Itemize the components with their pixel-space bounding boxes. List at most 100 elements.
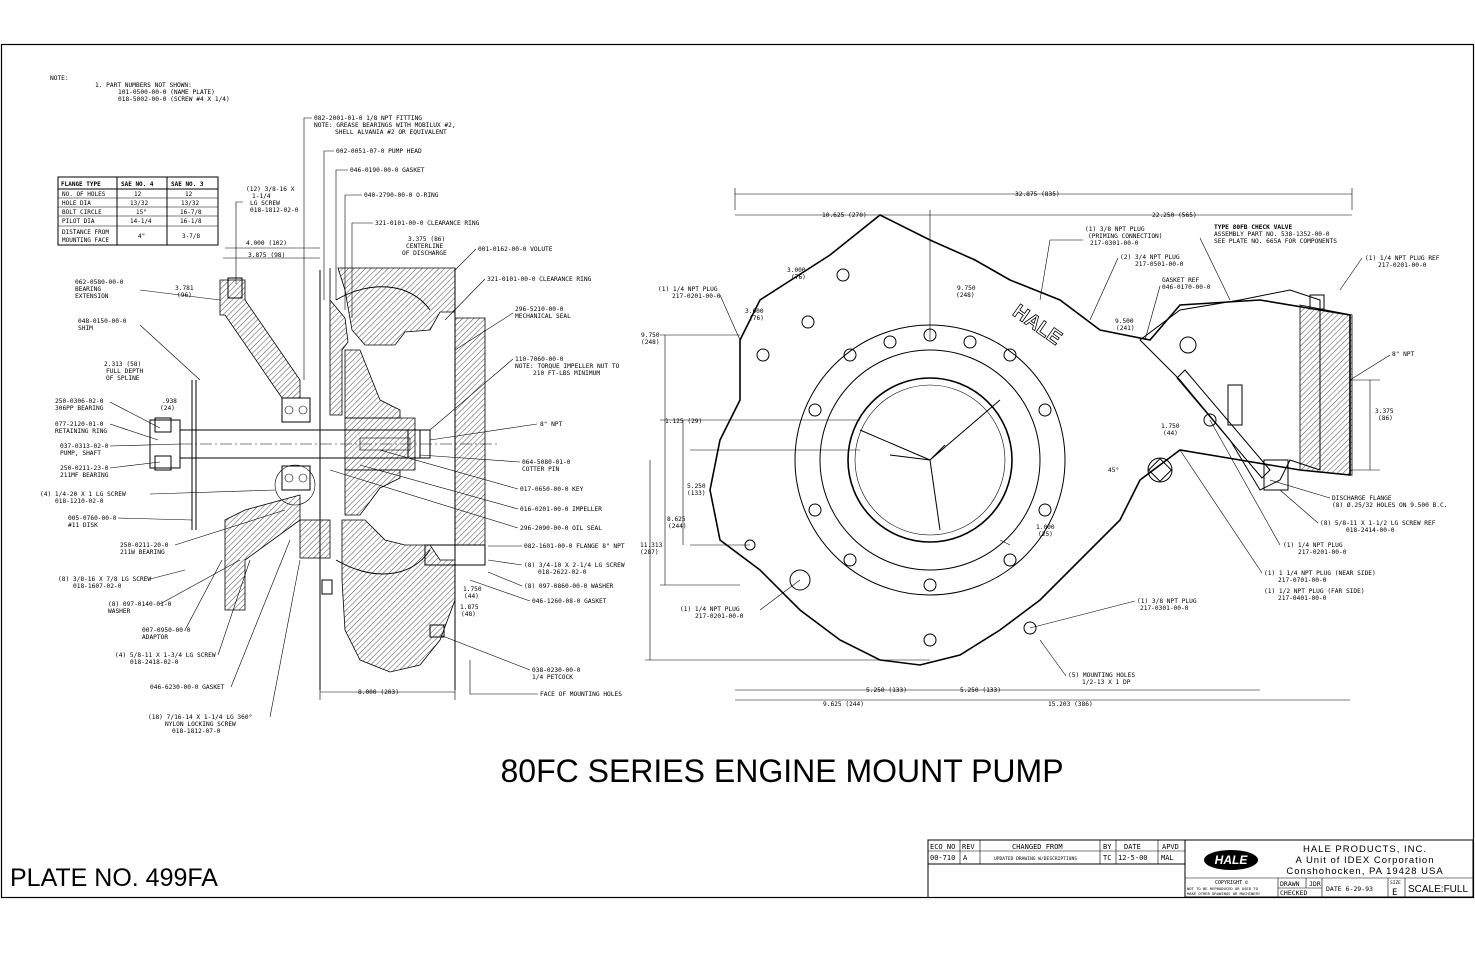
callout: 1/2-13 X 1 DP (1082, 679, 1131, 686)
callout: 038-0230-00-0 (532, 667, 581, 674)
callout: 110-7060-00-0 (515, 356, 564, 363)
callout: (1) 1/2 NPT PLUG (FAR SIDE) (1264, 588, 1365, 595)
dimension-label: 1.125 (29) (665, 418, 702, 425)
flange-table-cell: BOLT CIRCLE (62, 209, 102, 216)
drawing-scale: SCALE:FULL (1408, 884, 1468, 895)
drawn-label: DRAWN (1280, 880, 1300, 888)
callout: (1) 3/8 NPT PLUG (1137, 598, 1197, 605)
revision-cell: MAL (1161, 854, 1174, 862)
flange-table-cell: 3-7/8 (182, 233, 200, 240)
callout: 321-0101-00-0 CLEARANCE RING (375, 220, 480, 227)
callout: 002-0051-07-0 PUMP HEAD (336, 148, 422, 155)
callout: (1) 1/4 NPT PLUG (1283, 542, 1343, 549)
dimension-label: 3.781 (175, 285, 194, 292)
callout: 296-5210-00-0 (515, 306, 564, 313)
dimension-label: 5.250 (133) (960, 687, 1001, 694)
flange-table-cell: 13/32 (181, 200, 199, 207)
dimension-label: 5.250 (687, 483, 706, 490)
dimension-label: 1.750 (1161, 423, 1180, 430)
callout: 064-5080-01-0 (522, 459, 571, 466)
callout: 040-2790-00-0 O-RING (364, 192, 439, 199)
callout: 016-0201-00-0 IMPELLER (520, 506, 602, 513)
notes-heading: NOTE: (50, 75, 69, 82)
company-address: Conshohocken, PA 19428 USA (1286, 866, 1443, 877)
callout: 077-2120-01-0 (55, 421, 104, 428)
flange-table-cell: DISTANCE FROM (62, 229, 109, 236)
callout: ADAPTOR (142, 634, 168, 641)
callout: NOTE: GREASE BEARINGS WITH MOBILUX #2, (314, 122, 456, 129)
dimension-label: 11.313 (640, 542, 663, 549)
callout: (5) MOUNTING HOLES (1068, 672, 1135, 679)
flange-table-cell: 12 (185, 191, 193, 198)
callout: 018-1812-07-0 (172, 728, 221, 735)
callout: 217-0301-00-0 (1140, 605, 1189, 612)
callout: 001-0162-00-0 VOLUTE (478, 246, 553, 253)
front-view-labels: 32.875 (835) 10.625 (270) 22.250 (565) (… (640, 191, 1447, 708)
callout: 3.375 (86) (408, 236, 445, 243)
flange-table-cell: 14-1/4 (130, 218, 152, 225)
callout: 018-2414-00-0 (1346, 527, 1395, 534)
dimension-label: 3.375 (1375, 408, 1394, 415)
revision-header: CHANGED FROM (1012, 843, 1063, 851)
dimension-label: (248) (641, 339, 660, 346)
callout: TYPE 80FB CHECK VALVE (1214, 224, 1293, 231)
sheet-size: E (1392, 888, 1397, 898)
callout: 250-0211-23-0 (60, 465, 109, 472)
callout: OF SPLINE (106, 375, 140, 382)
callout: (8) 097-0860-00-0 WASHER (524, 583, 614, 590)
drawn-by: JDR (1309, 880, 1321, 888)
checked-label: CHECKED (1280, 889, 1307, 897)
callout: 306PP BEARING (55, 405, 104, 412)
revision-cell: UPDATED DRAWING W/DESCRIPTIONS (994, 856, 1077, 862)
dimension-label: 9.750 (641, 332, 660, 339)
note-line: 018-5002-00-0 (SCREW #4 X 1/4) (118, 96, 230, 103)
dimension-label: 8.625 (667, 516, 686, 523)
callout: DISCHARGE FLANGE (1332, 495, 1392, 502)
dimension-label: 1.000 (1036, 524, 1055, 531)
flange-table-cell: HOLE DIA (62, 200, 91, 207)
drawing-title: 80FC SERIES ENGINE MOUNT PUMP (500, 753, 1063, 789)
notes-block: NOTE: 1. PART NUMBERS NOT SHOWN: 101-050… (50, 75, 230, 103)
flange-table-header: SAE NO. 4 (121, 181, 154, 188)
company-name: HALE PRODUCTS, INC. (1303, 844, 1427, 855)
callout: 062-0580-00-0 (75, 279, 124, 286)
front-view: HALE (645, 188, 1380, 701)
dimension-label: 22.250 (565) (1152, 212, 1197, 219)
revision-cell: 12-5-00 (1118, 854, 1148, 862)
dimension-label: (76) (749, 315, 764, 322)
flange-table-cell: 13/32 (130, 200, 148, 207)
callout: RETAINING RING (55, 428, 107, 435)
dimension-label: (44) (1163, 430, 1178, 437)
size-label: SIZE (1390, 880, 1401, 886)
dimension-label: (86) (1378, 415, 1393, 422)
callout: (4) 1/4-20 X 1 LG SCREW (40, 491, 126, 498)
callout: CENTERLINE (406, 243, 444, 250)
revision-header: DATE (1124, 843, 1141, 851)
flange-table-cell: 16-1/8 (180, 218, 202, 225)
flange-table-cell: 12 (134, 191, 142, 198)
dimension-label: (48) (461, 611, 476, 618)
flange-table-cell: 15" (136, 209, 147, 216)
callout: BEARING (75, 286, 101, 293)
callout: 046-1260-08-0 GASKET (532, 598, 607, 605)
callout: 048-0150-00-0 (78, 318, 127, 325)
callout: 250-0211-20-0 (120, 542, 169, 549)
callout: 046-6230-00-0 GASKET (150, 684, 225, 691)
section-view (149, 267, 500, 690)
callout: 1-1/4 (252, 193, 271, 200)
hale-logo: HALE (1204, 850, 1258, 870)
callout: 1/4 PETCOCK (532, 674, 573, 681)
dimension-label: (44) (464, 593, 479, 600)
drawing-date: DATE 6-29-93 (1326, 885, 1373, 893)
callout: 217-0201-00-0 (672, 293, 721, 300)
flange-table-cell: MOUNTING FACE (62, 237, 109, 244)
dimension-label: 9.625 (244) (823, 701, 864, 708)
callout: 046-0190-00-0 GASKET (350, 167, 425, 174)
callout: 8" NPT (1392, 351, 1415, 358)
callout: SHELL ALVANIA #2 OR EQUIVALENT (335, 129, 447, 136)
dimension-label: 15.203 (386) (1048, 701, 1093, 708)
callout: 082-1601-00-0 FLANGE 8" NPT (524, 543, 625, 550)
dimension-label: 2.313 (58) (104, 361, 141, 368)
flange-table-cell: PILOT DIA (62, 218, 95, 225)
